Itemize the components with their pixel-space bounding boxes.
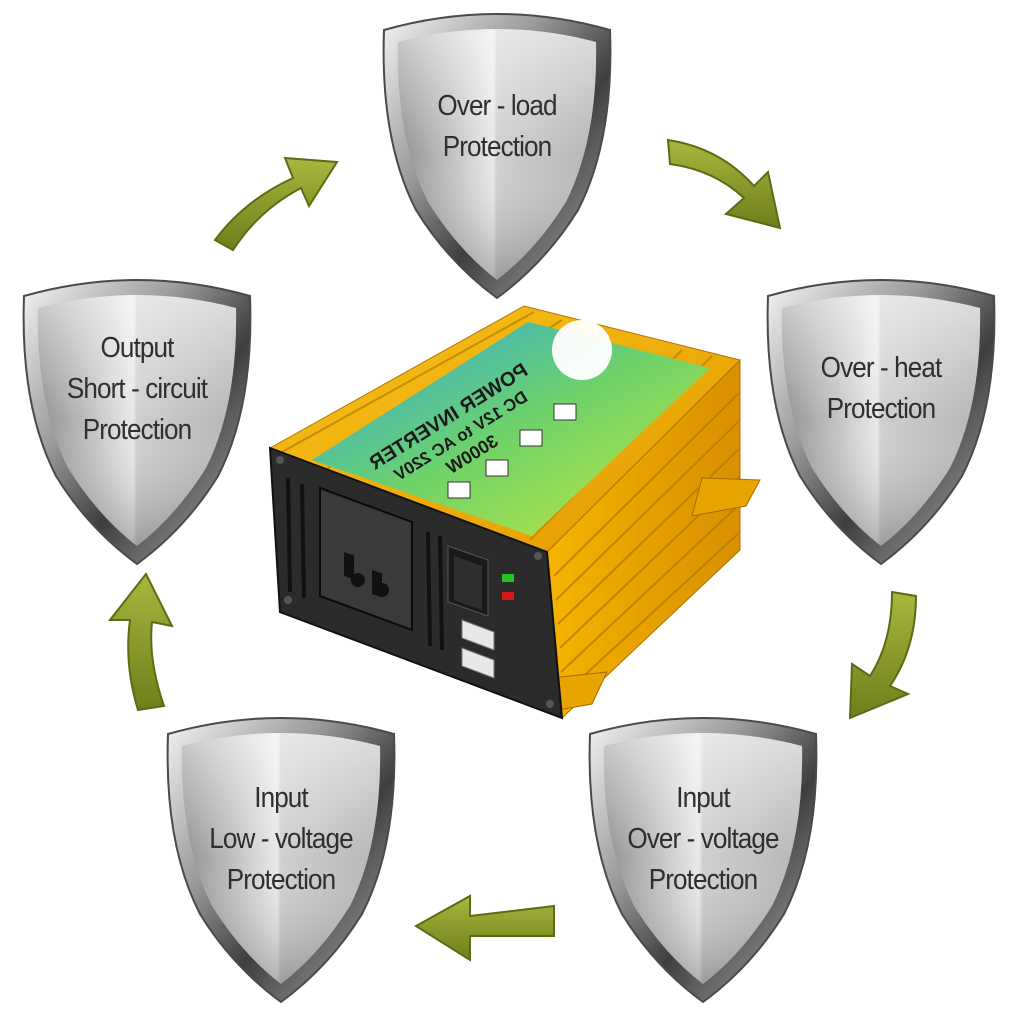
label-line: Over - heat [820, 352, 943, 384]
label-line: Protection [442, 131, 552, 163]
appliance-icon [447, 481, 471, 499]
label-line: Protection [226, 864, 336, 896]
label-line: Low - voltage [209, 823, 353, 855]
label-line: Protection [826, 393, 936, 425]
usb-port-icon [461, 619, 495, 679]
shield-icon [22, 279, 252, 566]
shield-input-low-voltage: Input Low - voltage Protection [162, 714, 400, 1004]
arrow-top-left-icon [213, 156, 339, 252]
arrow-bottom-icon [414, 894, 555, 962]
shield-over-heat: Over - heat Protection [762, 276, 1000, 566]
shield-input-over-voltage: Input Over - voltage Protection [584, 714, 822, 1004]
arrow-left-icon [107, 572, 174, 712]
shield-icon [166, 717, 396, 1004]
inverter-drawing: POWER INVERTER DC 12V to AC 220V 3000W [268, 305, 761, 720]
shield-icon [382, 13, 612, 300]
arrow-right-icon [848, 590, 918, 720]
shield-label: Over - heat Protection [774, 348, 988, 430]
label-line: Input [254, 782, 308, 814]
label-line: Protection [82, 414, 192, 446]
appliance-icon [519, 429, 543, 447]
shield-icon [588, 717, 818, 1004]
ac-socket-icon [319, 486, 413, 632]
shield-label: Input Low - voltage Protection [174, 778, 388, 901]
led-indicator-icon [502, 574, 514, 582]
label-line: Input [676, 782, 730, 814]
power-switch-icon [447, 545, 489, 617]
appliance-icon [553, 403, 577, 421]
led-indicator-icon [502, 592, 514, 600]
shield-icon [766, 279, 996, 566]
inverter-product-image: POWER INVERTER DC 12V to AC 220V 3000W [262, 300, 762, 730]
label-line: Over - load [437, 90, 557, 122]
shield-label: Input Over - voltage Protection [596, 778, 810, 901]
shield-output-short-circuit: Output Short - circuit Protection [18, 276, 256, 566]
arrow-top-right-icon [666, 138, 782, 230]
label-line: Output [100, 332, 175, 364]
label-line: Over - voltage [627, 823, 779, 855]
shield-label: Output Short - circuit Protection [30, 328, 244, 451]
label-line: Protection [648, 864, 758, 896]
appliance-icon [485, 459, 509, 477]
label-line: Short - circuit [66, 373, 208, 405]
shield-label: Over - load Protection [390, 86, 604, 168]
shield-over-load: Over - load Protection [378, 10, 616, 300]
